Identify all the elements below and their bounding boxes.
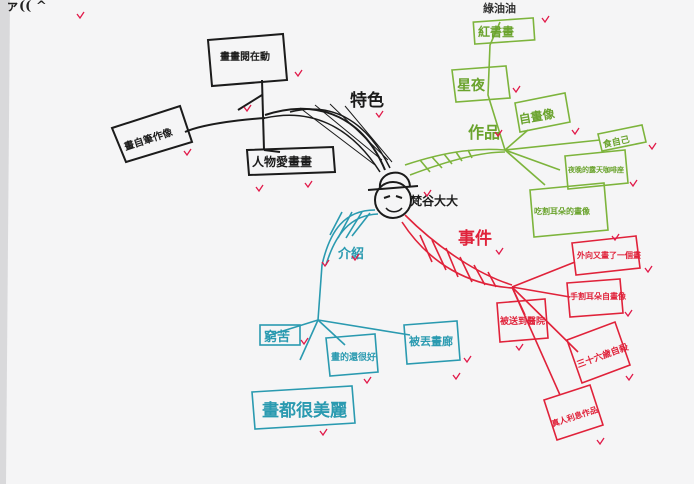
intro-branch	[251, 209, 461, 430]
works-node-2-box	[472, 17, 536, 45]
works-node-7: 吃割耳朵的畫像	[534, 206, 591, 216]
events-node-4-box	[565, 320, 632, 385]
paper-sheet	[4, 0, 694, 484]
intro-node-2-box	[325, 333, 379, 377]
intro-node-3: 被丟畫廊	[409, 334, 453, 348]
events-node-1: 外向又畫了一個畫	[577, 250, 641, 260]
works-branch	[404, 17, 647, 238]
events-node-3: 被送到醫院	[500, 315, 545, 327]
works-node-4-box	[514, 92, 571, 133]
traits-branch	[110, 32, 393, 177]
events-title: 事件	[458, 228, 492, 249]
intro-node-1-box	[259, 324, 301, 346]
works-node-6: 夜晚的露天咖啡座	[567, 165, 624, 174]
intro-node-1: 窮苦	[264, 329, 290, 345]
check-marks	[76, 11, 657, 446]
intro-node-4-box	[251, 385, 356, 430]
events-node-1-box	[571, 235, 641, 276]
works-node-6-box	[564, 149, 629, 190]
works-node-5-box	[597, 124, 647, 152]
events-node-2: 手割耳朵自畫像	[570, 291, 627, 301]
traits-title: 特色	[350, 90, 384, 111]
intro-node-4: 畫都很美麗	[262, 400, 347, 421]
works-title: 作品	[468, 123, 500, 142]
intro-title: 介紹	[337, 246, 364, 262]
works-node-1: 綠油油	[483, 1, 516, 15]
events-branch	[401, 214, 641, 442]
works-node-3-box	[451, 65, 511, 103]
works-node-3: 星夜	[457, 77, 486, 94]
traits-node-3: 人物愛畫畫	[252, 154, 312, 169]
traits-node-3-box	[245, 145, 337, 177]
traits-node-2-box	[110, 104, 194, 164]
events-node-2-box	[566, 278, 624, 318]
events-node-5-box	[542, 383, 605, 442]
intro-node-2: 畫的還很好	[331, 351, 376, 363]
events-node-3-box	[496, 298, 549, 343]
center-label: 梵谷大大	[410, 193, 458, 208]
top-left-fragment: ァ(( ^	[6, 0, 47, 14]
van-gogh-face-drawing	[367, 171, 419, 219]
traits-node-1-box	[206, 32, 289, 88]
works-node-2: 紅書畫	[478, 24, 514, 39]
intro-node-3-box	[403, 320, 461, 365]
works-node-4: 自畫像	[518, 105, 557, 126]
traits-node-1: 畫畫閱在動	[220, 50, 270, 63]
works-node-7-box	[529, 182, 609, 238]
